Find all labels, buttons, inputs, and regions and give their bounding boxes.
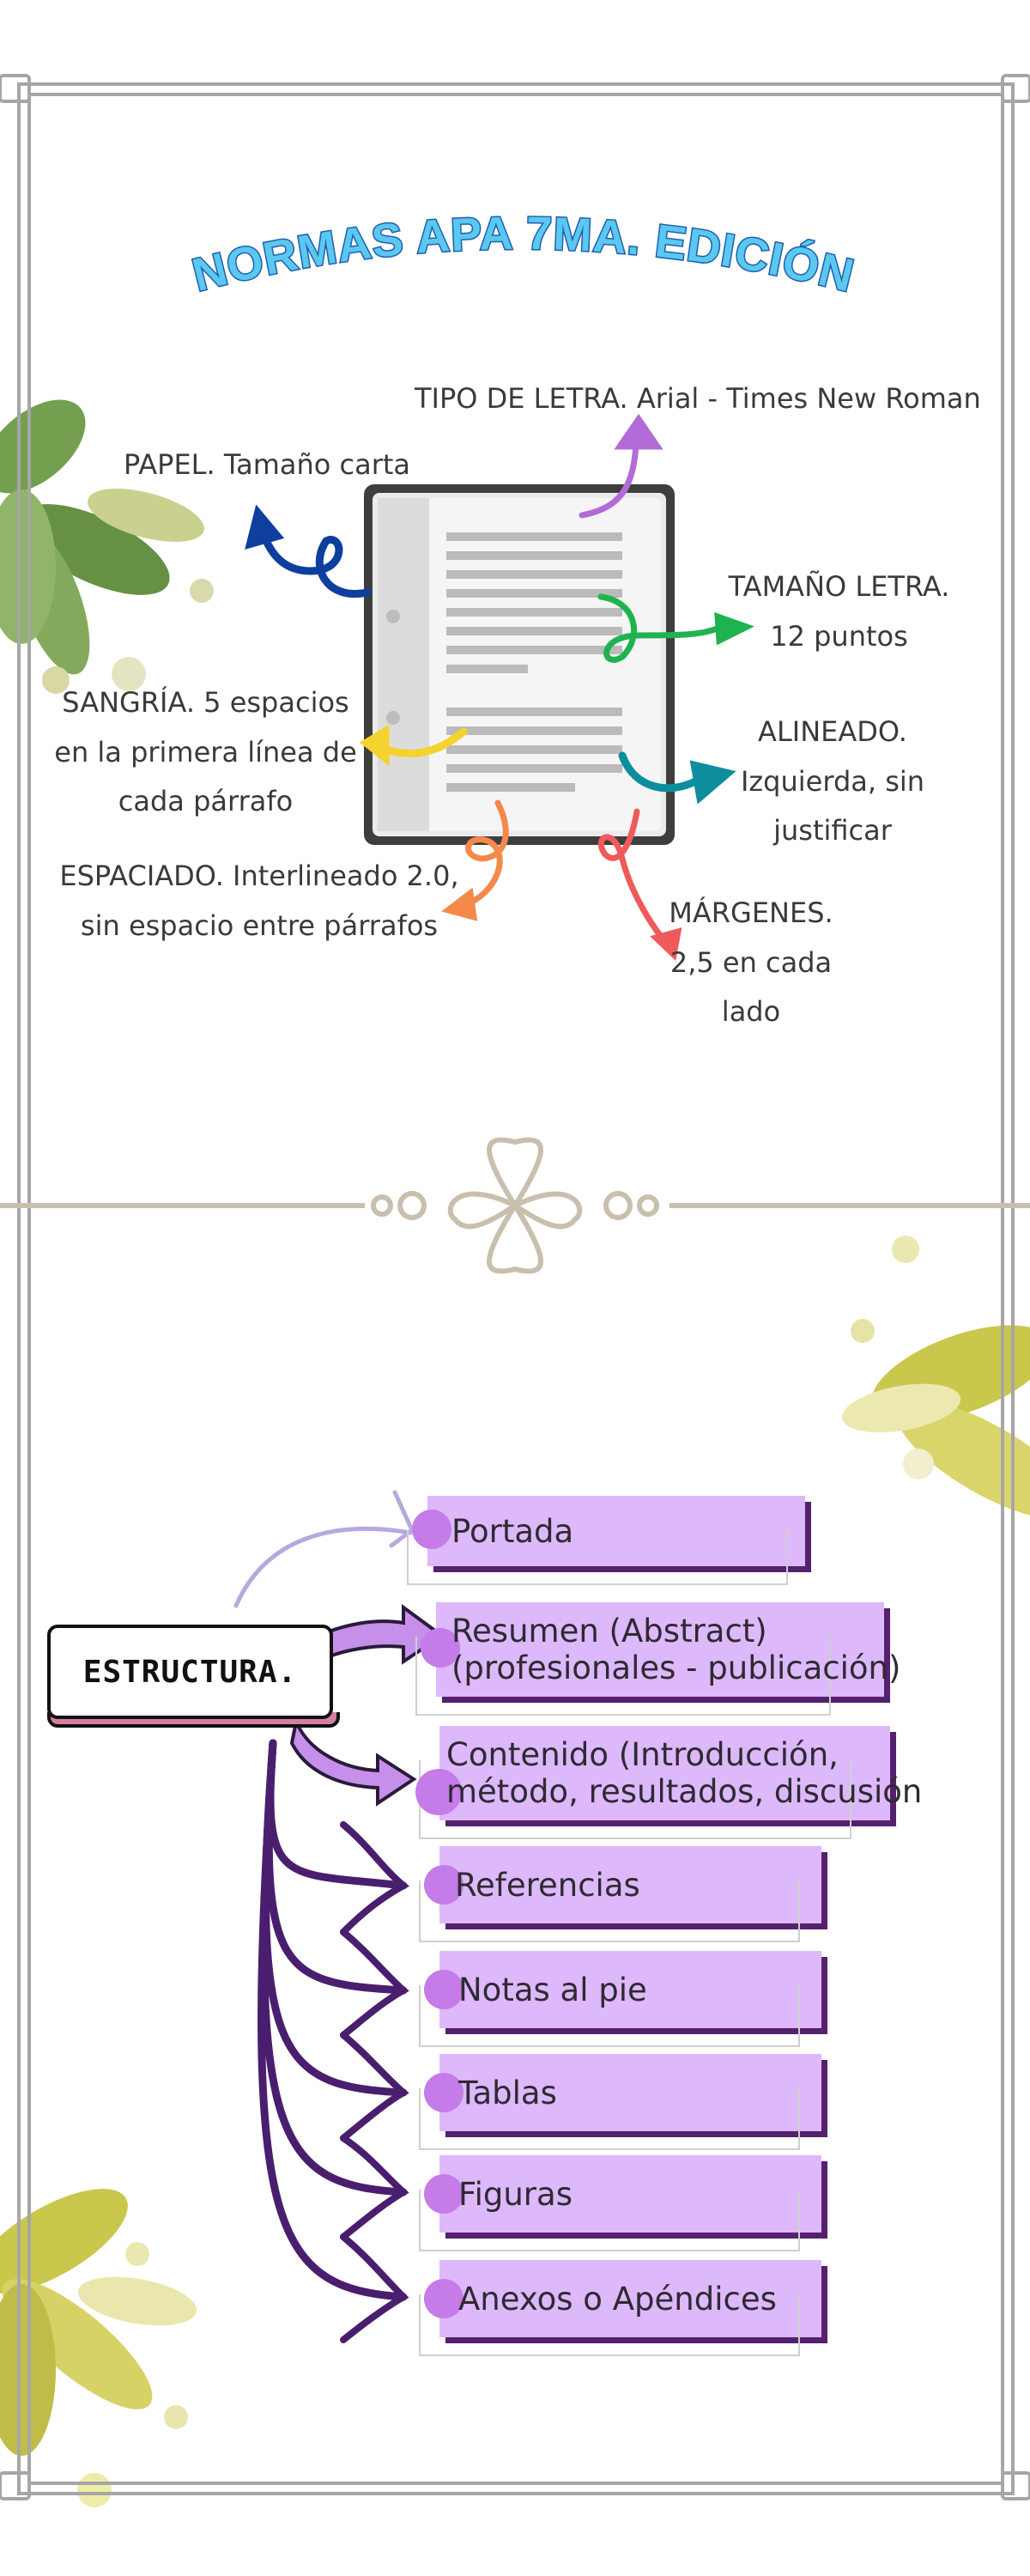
bullet-dot [415, 1769, 462, 1815]
box-outline [415, 1637, 831, 1716]
label-sangria-line: SANGRÍA. 5 espacios [62, 686, 349, 719]
leaves-top-left [0, 399, 214, 694]
structure-item-line: Tablas [458, 2074, 557, 2111]
structure-item-tablas: Tablas [419, 2054, 821, 2150]
structure-item-text: Referencias [455, 1846, 640, 1923]
structure-item-resumen: Resumen (Abstract) (profesionales - publ… [415, 1602, 900, 1716]
bullet-dot [424, 1865, 464, 1905]
label-tamano-letra-line: TAMAÑO LETRA. [728, 570, 950, 603]
document-icon [364, 484, 675, 845]
box-outline [419, 1985, 800, 2047]
page-title: NORMAS APA 7MA. EDICIÓN [187, 208, 859, 302]
box-outline [419, 1880, 800, 1942]
structure-item-figuras: Figuras [419, 2155, 821, 2251]
label-margenes-line: 2,5 en cada [670, 945, 833, 979]
structure-item-text: Tablas [458, 2054, 557, 2131]
page-frame [0, 74, 1030, 2500]
page-title-wrap: NORMAS APA 7MA. EDICIÓN [0, 172, 1030, 335]
structure-item-contenido: Contenido (Introducción, método, resulta… [415, 1726, 922, 1839]
structure-item-line: Anexos o Apéndices [458, 2280, 777, 2318]
label-sangria-line: cada párrafo [118, 785, 294, 818]
structure-item-line: Resumen (Abstract) [451, 1613, 767, 1649]
estructura-heading: ESTRUCTURA. [47, 1625, 333, 1719]
label-margenes: MÁRGENES. 2,5 en cada lado [661, 889, 841, 1037]
structure-item-notas: Notas al pie [419, 1951, 821, 2047]
label-papel: PAPEL. Tamaño carta [124, 448, 411, 481]
bullet-dot [424, 2073, 464, 2112]
bullet-dot [424, 2279, 464, 2318]
structure-item-text: Anexos o Apéndices [458, 2260, 777, 2337]
structure-item-line: Portada [451, 1512, 574, 1550]
structure-item-line: (profesionales - publicación) [451, 1649, 901, 1686]
structure-item-line: método, resultados, discusión [446, 1773, 923, 1810]
label-espaciado: ESPACIADO. Interlineado 2.0, sin espacio… [53, 852, 465, 951]
page-title-arc: NORMAS APA 7MA. EDICIÓN [186, 206, 860, 303]
label-sangria: SANGRÍA. 5 espacios en la primera línea … [53, 678, 358, 827]
bullet-dot [412, 1510, 451, 1549]
structure-item-portada: Portada [407, 1496, 805, 1585]
label-alineado-line: Izquierda, sin [740, 764, 925, 798]
label-alineado-line: justificar [773, 814, 892, 848]
bullet-dot [424, 2174, 464, 2214]
bullet-dot [424, 1970, 464, 2009]
structure-item-text: Figuras [458, 2155, 573, 2233]
structure-item-text: Contenido (Introducción, método, resulta… [446, 1726, 922, 1820]
label-espaciado-line: sin espacio entre párrafos [80, 908, 439, 942]
structure-arrows [233, 1490, 445, 2343]
bullet-dot [421, 1628, 460, 1668]
label-sangria-line: en la primera línea de [54, 735, 357, 769]
box-outline [419, 2088, 800, 2150]
structure-item-anexos: Anexos o Apéndices [419, 2260, 821, 2356]
label-tamano-letra-line: 12 puntos [770, 619, 908, 653]
leaves-right-middle [841, 1236, 1030, 1520]
structure-item-line: Referencias [455, 1866, 640, 1904]
label-espaciado-line: ESPACIADO. Interlineado 2.0, [59, 860, 459, 892]
format-arrows [245, 413, 754, 961]
structure-item-line: Figuras [458, 2175, 573, 2213]
structure-item-text: Notas al pie [458, 1951, 647, 2028]
structure-item-line: Notas al pie [458, 1971, 647, 2008]
label-margenes-line: MÁRGENES. [669, 896, 833, 929]
box-outline [407, 1530, 788, 1585]
label-tamano-letra: TAMAÑO LETRA. 12 puntos [712, 562, 966, 661]
structure-item-line: Contenido (Introducción, [446, 1736, 839, 1773]
box-outline [419, 2294, 800, 2356]
ornament-divider [0, 1137, 1030, 1274]
label-alineado-line: ALINEADO. [758, 715, 907, 748]
label-alineado: ALINEADO. Izquierda, sin justificar [712, 708, 953, 856]
structure-item-referencias: Referencias [419, 1846, 821, 1942]
structure-item-text: Resumen (Abstract) (profesionales - publ… [451, 1602, 900, 1697]
label-tipo-letra: TIPO DE LETRA. Arial - Times New Roman [415, 382, 981, 415]
structure-item-text: Portada [451, 1496, 573, 1566]
box-outline [419, 2190, 800, 2251]
label-margenes-line: lado [721, 995, 781, 1029]
